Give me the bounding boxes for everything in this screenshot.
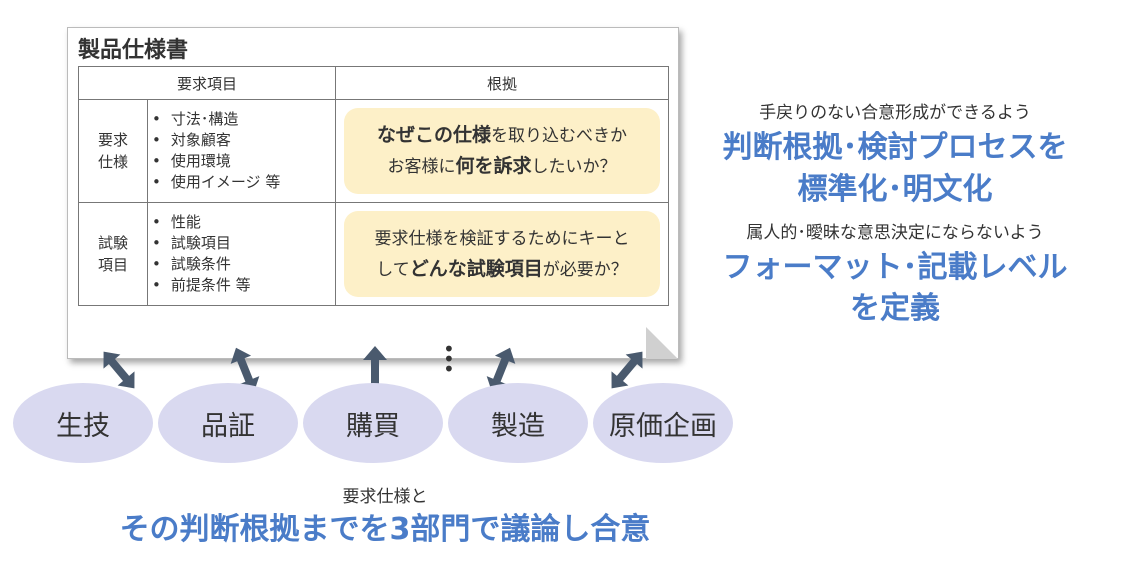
reason-bubble: 要求仕様を検証するためにキーと してどんな試験項目が必要か？: [344, 211, 660, 297]
note2-line2: を定義: [850, 291, 940, 326]
ellipsis-icon: •••: [443, 337, 455, 381]
bottom-headline: その判断根拠までを3部門で議論し合意: [119, 512, 651, 547]
department-seigi: 生技: [13, 383, 153, 463]
list-item: 性能: [152, 212, 335, 233]
category-cell: 試験 項目: [78, 202, 148, 306]
note1-line1: 判断根拠･検討プロセスを: [722, 130, 1068, 165]
category-line1: 要求: [97, 131, 128, 149]
double-arrow-icon: [103, 351, 135, 389]
list-item: 試験項目: [152, 233, 335, 254]
spec-table: 要求項目 根拠 要求 仕様 寸法･構造 対象顧客 使用環境 使用イメージ 等 な…: [78, 66, 669, 306]
reason-cell: 要求仕様を検証するためにキーと してどんな試験項目が必要か？: [335, 202, 669, 306]
reason-bold: 何を訴求: [455, 155, 532, 177]
category-cell: 要求 仕様: [78, 99, 148, 203]
note2-caption: 属人的･曖昧な意思決定にならないよう: [746, 223, 1044, 243]
reason-bold: なぜこの仕様: [376, 124, 491, 146]
header-reason: 根拠: [335, 66, 669, 100]
table-row: 試験 項目 性能 試験項目 試験条件 前提条件 等 要求仕様を検証するためにキー…: [78, 202, 669, 306]
note2-line1: フォーマット･記載レベル: [722, 250, 1068, 285]
list-item: 前提条件 等: [152, 275, 335, 296]
reason-text: したいか？: [531, 157, 617, 177]
items-cell: 寸法･構造 対象顧客 使用環境 使用イメージ 等: [147, 99, 336, 203]
list-item: 使用環境: [152, 151, 335, 172]
category-line1: 試験: [97, 234, 128, 252]
category-line2: 仕様: [97, 153, 128, 171]
reason-text: して: [376, 259, 410, 280]
double-arrow-icon: [486, 347, 516, 393]
list-item: 使用イメージ 等: [152, 172, 335, 193]
reason-text: を取り込むべきか: [491, 126, 627, 146]
reason-text: お客様に: [387, 157, 456, 177]
list-item: 対象顧客: [152, 130, 335, 151]
department-seizo: 製造: [448, 383, 588, 463]
reason-text: が必要か？: [542, 259, 628, 280]
document-title: 製品仕様書: [78, 38, 189, 63]
department-genka-kikaku: 原価企画: [593, 383, 733, 463]
category-line2: 項目: [97, 256, 128, 274]
department-kobai: 購買: [303, 383, 443, 463]
reason-line2: お客様に何を訴求したいか？: [387, 151, 616, 182]
reason-line1: 要求仕様を検証するためにキーと: [374, 228, 630, 249]
list-item: 試験条件: [152, 254, 335, 275]
note1-caption: 手戻りのない合意形成ができるよう: [759, 103, 1031, 123]
note1-line2: 標準化･明文化: [797, 172, 993, 207]
spec-document: 製品仕様書 要求項目 根拠 要求 仕様 寸法･構造 対象顧客 使用環境 使用イメ…: [67, 27, 679, 379]
department-hinsho: 品証: [158, 383, 298, 463]
list-item: 寸法･構造: [152, 109, 335, 130]
items-cell: 性能 試験項目 試験条件 前提条件 等: [147, 202, 336, 306]
page-curl-icon: [646, 327, 678, 359]
header-items: 要求項目: [78, 66, 336, 100]
reason-cell: なぜこの仕様を取り込むべきか お客様に何を訴求したいか？: [335, 99, 669, 203]
table-row: 要求 仕様 寸法･構造 対象顧客 使用環境 使用イメージ 等 なぜこの仕様を取り…: [78, 99, 669, 203]
bottom-caption: 要求仕様と: [342, 487, 428, 507]
items-list: 性能 試験項目 試験条件 前提条件 等: [152, 212, 335, 296]
double-arrow-icon: [230, 347, 260, 393]
reason-bold: どんな試験項目: [409, 257, 543, 280]
table-header-row: 要求項目 根拠: [78, 66, 669, 100]
items-list: 寸法･構造 対象顧客 使用環境 使用イメージ 等: [152, 109, 335, 193]
reason-line2: してどんな試験項目が必要か？: [376, 254, 628, 285]
reason-bubble: なぜこの仕様を取り込むべきか お客様に何を訴求したいか？: [344, 108, 660, 194]
double-arrow-icon: [611, 351, 643, 389]
reason-line1: なぜこの仕様を取り込むべきか: [377, 120, 627, 151]
